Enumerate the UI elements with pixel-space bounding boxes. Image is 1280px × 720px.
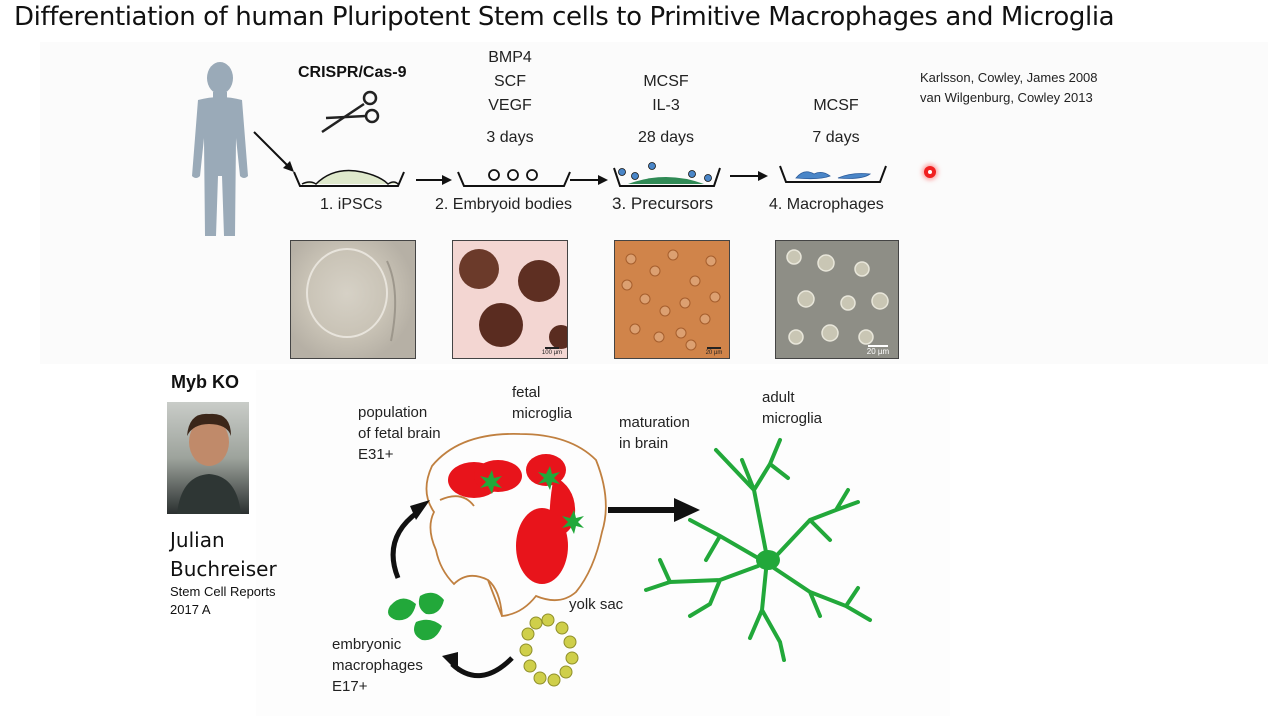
maturation-label: maturation in brain	[619, 412, 690, 454]
cycle-arrowhead-up	[410, 500, 430, 520]
dish-ipscs	[293, 169, 405, 187]
macrophage-duration: 7 days	[812, 129, 860, 146]
references: Karlsson, Cowley, James 2008 van Wilgenb…	[920, 68, 1098, 108]
author-name: Julian Buchreiser	[170, 526, 277, 584]
population-line-3: E31+	[358, 446, 394, 463]
eb-factor-vegf: VEGF	[488, 97, 532, 114]
micrograph-precursors: 20 µm	[614, 240, 730, 359]
micrograph-macrophages: 20 µm	[775, 240, 899, 359]
adult-microglia-cell	[644, 438, 872, 662]
population-fetal-brain-label: population of fetal brain E31+	[358, 402, 441, 465]
embryonic-line-2: macrophages	[332, 657, 423, 674]
eb-factor-bmp4: BMP4	[488, 49, 532, 66]
author-portrait-icon	[177, 413, 241, 514]
arrow-2	[570, 175, 608, 185]
slide-title: Differentiation of human Pluripotent Ste…	[14, 2, 1115, 32]
precursor-conditions: MCSF IL-3 28 days	[616, 70, 716, 150]
scale-bar-label-macrophages: 20 µm	[867, 347, 890, 356]
step-label-embryoid-bodies: 2. Embryoid bodies	[435, 196, 572, 213]
yolk-sac-ring	[519, 613, 579, 687]
macrophage-cells: 20 µm	[786, 249, 890, 356]
arrow-1	[416, 175, 452, 185]
fetal-microglia-line-2: microglia	[512, 405, 573, 422]
fetal-microglia-label: fetal microglia	[512, 382, 572, 424]
macrophage-factor-mcsf: MCSF	[813, 97, 859, 114]
reference-1: Karlsson, Cowley, James 2008	[920, 70, 1098, 85]
myb-ko-heading: Myb KO	[171, 372, 240, 392]
step-label-precursors: 3. Precursors	[612, 194, 714, 213]
cycle-arrowhead-left	[442, 652, 458, 672]
adult-microglia-line-1: adult	[762, 389, 795, 406]
eb-factor-scf: SCF	[494, 73, 526, 90]
population-line-2: of fetal brain	[358, 425, 441, 442]
micrograph-ipscs	[290, 240, 416, 359]
embryonic-macrophages-label: embryonic macrophages E17+	[332, 634, 423, 697]
scale-bar-label-eb: 100 µm	[542, 350, 562, 356]
arrow-3	[730, 171, 768, 181]
maturation-arrow	[608, 498, 700, 522]
lineage-diagram	[388, 433, 872, 687]
dish-embryoid-bodies	[457, 169, 571, 187]
dish-precursors	[613, 162, 721, 187]
maturation-line-2: in brain	[619, 435, 669, 452]
maturation-line-1: maturation	[619, 414, 690, 431]
scissors-icon	[321, 90, 380, 134]
author-photo	[167, 402, 249, 514]
author-first-name: Julian	[170, 528, 225, 552]
lineage-panel-background	[256, 370, 950, 716]
journal-year: 2017 A	[170, 602, 211, 617]
micrograph-embryoid-bodies: 100 µm	[452, 240, 568, 359]
adult-microglia-label: adult microglia	[762, 387, 822, 429]
dish-macrophages	[779, 165, 887, 183]
eb-duration: 3 days	[486, 129, 534, 146]
fetal-microglia-line-1: fetal	[512, 384, 541, 401]
macrophage-conditions: MCSF 7 days	[786, 94, 886, 150]
laser-pointer-icon	[924, 166, 936, 178]
embryonic-line-3: E17+	[332, 678, 368, 695]
author-last-name: Buchreiser	[170, 557, 277, 581]
precursor-factor-il3: IL-3	[652, 97, 680, 114]
population-line-1: population	[358, 404, 428, 421]
embryonic-line-1: embryonic	[332, 636, 402, 653]
eb-conditions: BMP4 SCF VEGF 3 days	[460, 46, 560, 150]
journal-citation: Stem Cell Reports 2017 A	[170, 583, 275, 619]
arrow-to-ipscs	[253, 131, 294, 172]
embryonic-macrophage-cells	[388, 592, 444, 641]
step-label-ipscs: 1. iPSCs	[320, 196, 383, 213]
step-label-macrophages: 4. Macrophages	[769, 196, 884, 213]
precursor-cells: 20 µm	[621, 249, 723, 356]
precursor-duration: 28 days	[637, 129, 695, 146]
culture-dish-row	[293, 162, 887, 187]
scale-bar-label-precursors: 20 µm	[706, 350, 723, 356]
yolk-sac-label: yolk sac	[569, 596, 624, 613]
person-silhouette-icon	[192, 62, 248, 236]
journal-name: Stem Cell Reports	[170, 584, 276, 599]
crispr-label: CRISPR/Cas-9	[298, 64, 407, 81]
fetal-microglia-cells	[480, 466, 584, 534]
adult-microglia-line-2: microglia	[762, 410, 823, 427]
reference-2: van Wilgenburg, Cowley 2013	[920, 90, 1093, 105]
precursor-factor-mcsf: MCSF	[643, 73, 689, 90]
